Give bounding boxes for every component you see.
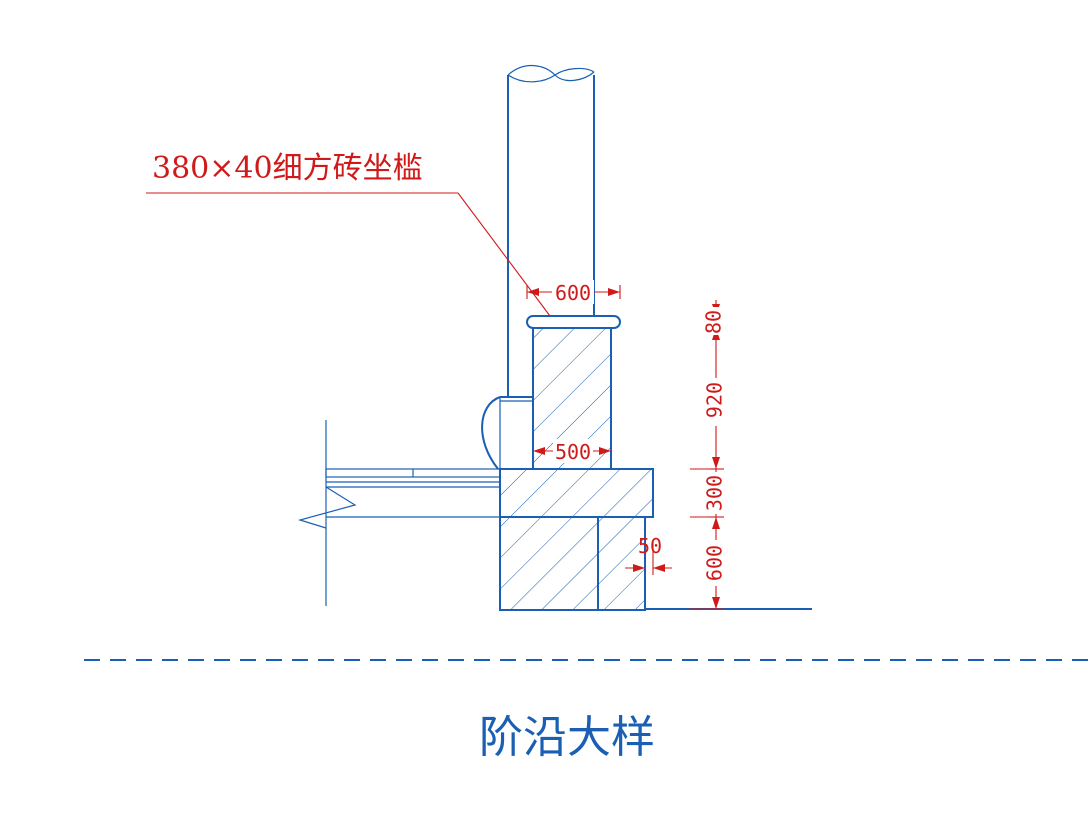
dim-mid-width: 500: [533, 439, 611, 464]
callout: 380×40细方砖坐槛: [146, 151, 551, 317]
dim-80-label: 80: [702, 310, 726, 334]
sill-cap: [526, 315, 621, 329]
dim-top-width: 600: [526, 280, 621, 305]
column: [507, 65, 595, 397]
dim-vertical-chain: 80 920 300 600: [690, 300, 729, 610]
dim-mid-width-label: 500: [555, 440, 591, 464]
floor-paving: [297, 420, 501, 606]
foundation: [499, 468, 654, 611]
dim-600-label: 600: [703, 545, 727, 581]
callout-label: 380×40细方砖坐槛: [152, 151, 423, 186]
dim-top-width-label: 600: [555, 281, 591, 305]
dim-300-label: 300: [703, 475, 727, 511]
moulding: [481, 396, 533, 470]
dim-offset-label: 50: [638, 534, 662, 558]
drawing-title: 阶沿大样: [479, 712, 655, 763]
dim-920-label: 920: [703, 382, 727, 418]
dim-offset: 50: [625, 534, 672, 575]
